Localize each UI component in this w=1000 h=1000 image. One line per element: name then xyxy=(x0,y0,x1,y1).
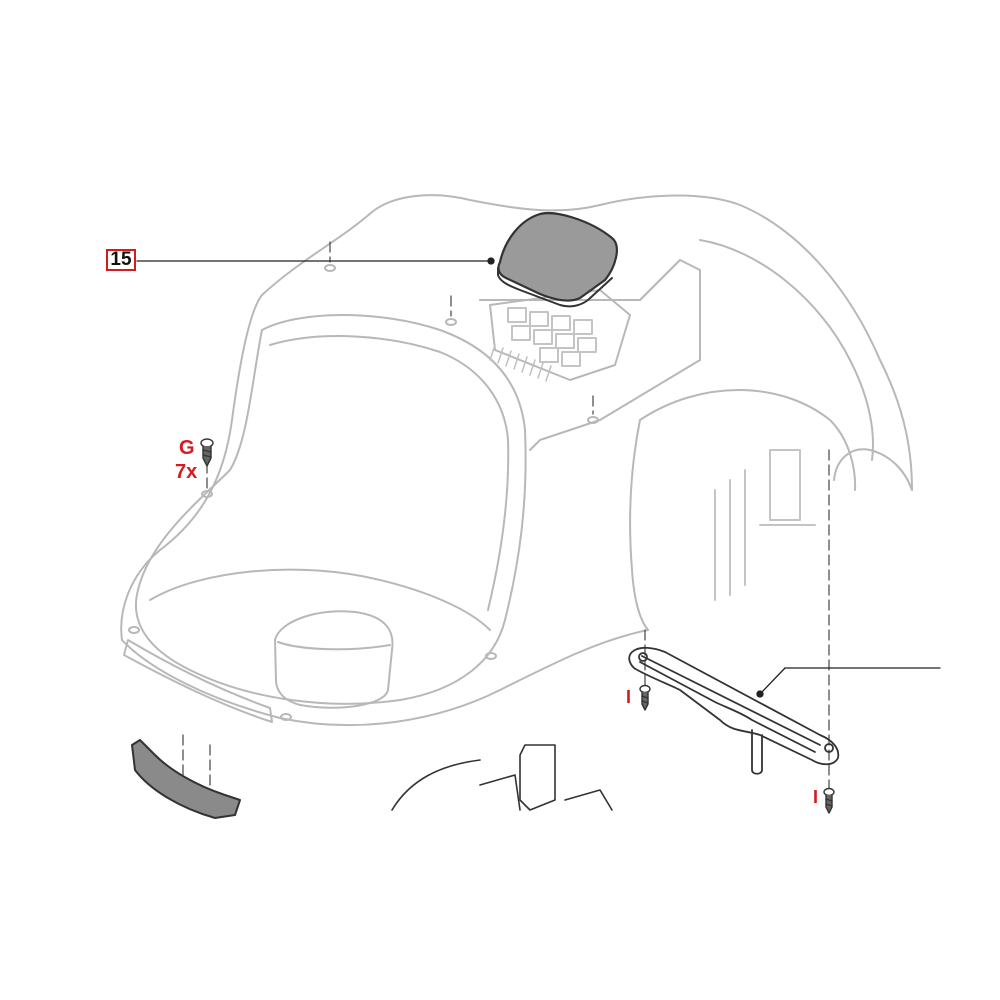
leader-line-bracket xyxy=(759,667,786,695)
assembly-axes xyxy=(182,241,830,791)
bracket-post xyxy=(751,729,763,775)
screw-icon xyxy=(823,787,835,814)
rubber-bumper-shape xyxy=(131,739,241,819)
screw-icon xyxy=(200,438,214,467)
part-15-cover[interactable] xyxy=(497,212,618,308)
cover-edge xyxy=(497,267,613,308)
keypad-grid xyxy=(507,307,597,367)
shell-outline xyxy=(261,194,913,491)
screw-hole xyxy=(445,318,457,326)
cavity-floor xyxy=(149,568,491,631)
cavity-rim xyxy=(134,314,527,705)
leader-dot-15 xyxy=(487,257,495,265)
rear-ribs xyxy=(714,449,816,601)
vent-slats xyxy=(489,344,552,382)
part-number-callout[interactable]: 15 xyxy=(106,249,136,271)
screw-hole xyxy=(324,264,336,272)
screw-hole xyxy=(587,416,599,424)
bracket-hole xyxy=(824,743,834,753)
screw-i-right-label: I xyxy=(813,787,819,807)
leader-lines xyxy=(136,257,941,698)
height-knob-top xyxy=(277,641,391,651)
leader-dot-bracket xyxy=(756,690,764,698)
fender-inner xyxy=(639,389,857,491)
shell-side xyxy=(629,419,649,631)
fender-right xyxy=(699,239,875,461)
screw-icon xyxy=(639,684,651,711)
screw-g-letter-label: G xyxy=(179,437,195,459)
front-rubber-bumper[interactable] xyxy=(131,739,241,819)
cavity-inner xyxy=(269,335,510,611)
shell-belly xyxy=(121,629,649,727)
screw-hole xyxy=(201,490,213,498)
bracket-hole xyxy=(638,652,648,662)
front-bumper xyxy=(123,639,273,723)
cover-top xyxy=(497,212,618,302)
shell-rear-arch xyxy=(833,448,913,491)
body-shell xyxy=(120,194,913,811)
bracket-inner xyxy=(641,655,821,746)
screw-hole xyxy=(485,652,497,660)
screw-g-quantity-label: 7x xyxy=(175,461,198,483)
chassis-arc xyxy=(391,759,481,811)
height-knob xyxy=(274,610,394,709)
lower-chassis xyxy=(391,744,613,811)
screw-hole xyxy=(280,713,292,721)
display-panel xyxy=(479,259,701,451)
bracket-outline xyxy=(628,646,840,766)
screw-holes xyxy=(128,264,599,721)
chassis-box xyxy=(479,774,521,811)
screw-i-left-label: I xyxy=(626,687,632,707)
screw-hole xyxy=(128,626,140,634)
rear-bracket[interactable] xyxy=(628,646,840,775)
chassis-block xyxy=(564,789,613,811)
chassis-post xyxy=(519,744,556,811)
bracket-inner-2 xyxy=(639,661,816,753)
